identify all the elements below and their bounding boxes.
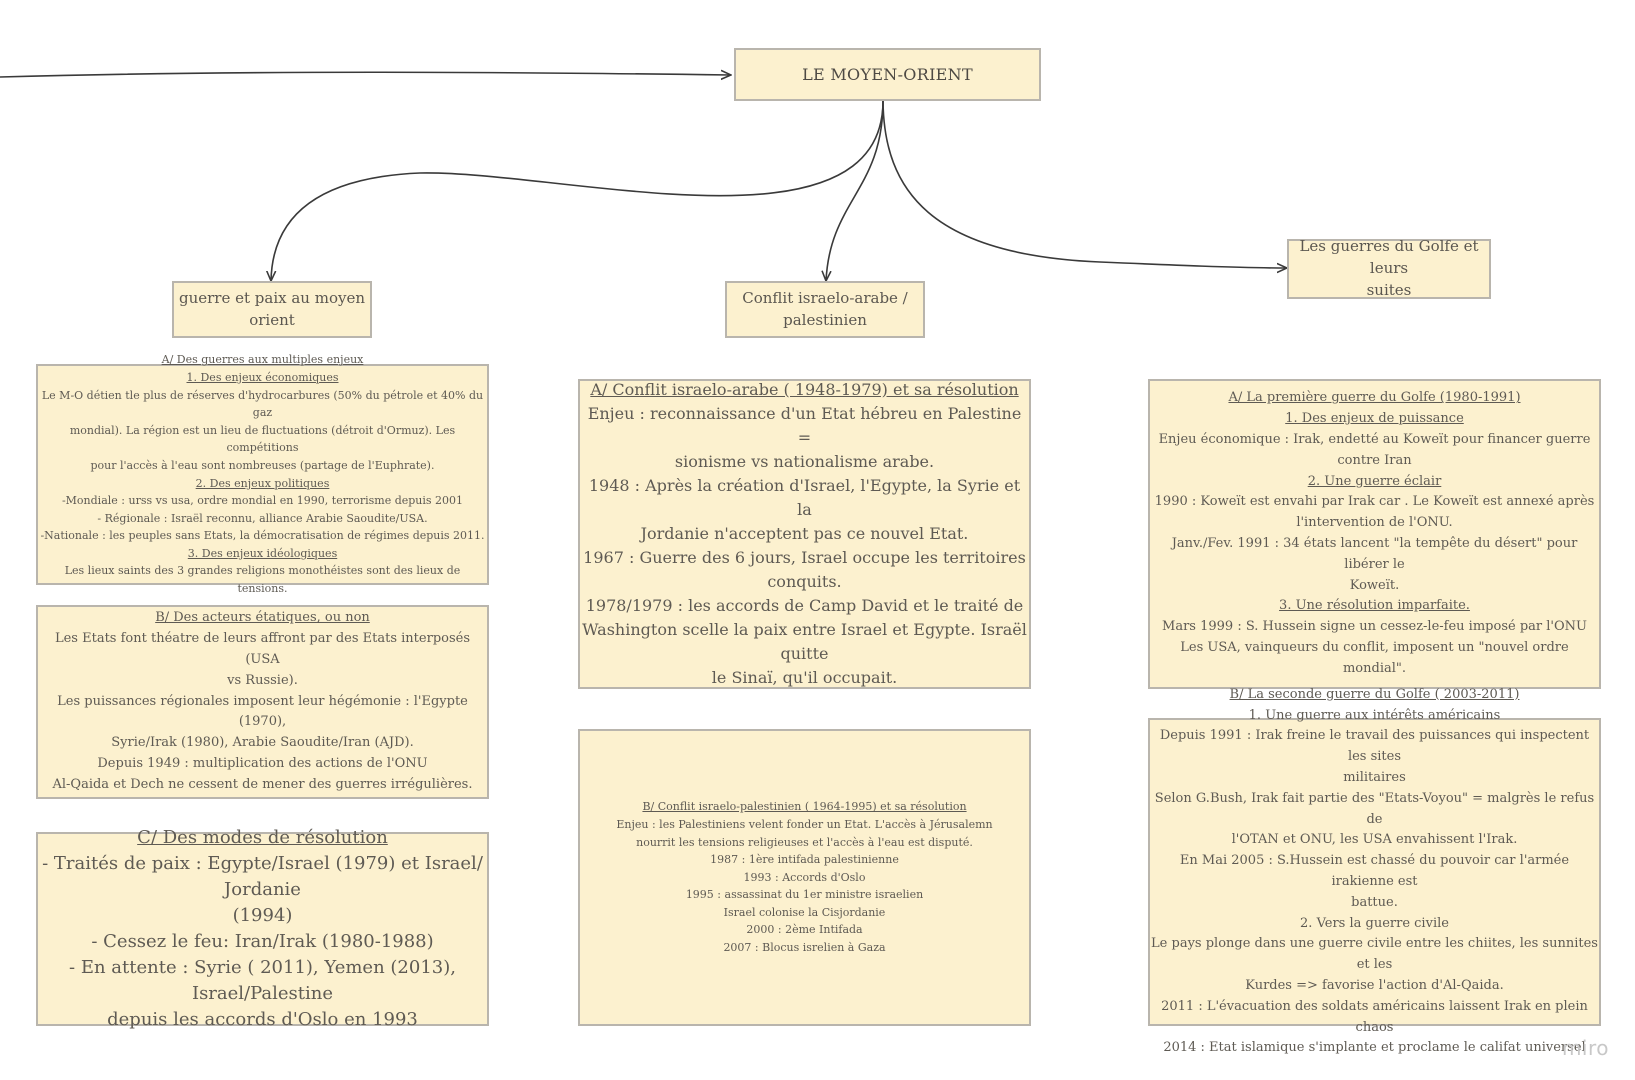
- card-text-line: Kurdes => favorise l'action d'Al-Qaida.: [1245, 977, 1504, 993]
- card-text-line: Koweït.: [1349, 577, 1400, 593]
- card-text-line: Depuis 1991 : Irak freine le travail des…: [1159, 728, 1590, 765]
- card-text-line: l'OTAN et ONU, les USA envahissent l'Ira…: [1231, 832, 1518, 848]
- card-text-line: 1948 : Après la création d'Israel, l'Egy…: [588, 476, 1021, 519]
- card-text-line: En Mai 2005 : S.Hussein est chassé du po…: [1179, 853, 1570, 889]
- card-text-line: 1990 : Koweït est envahi par Irak car . …: [1154, 494, 1595, 510]
- card-text-line: Al-Qaida et Dech ne cessent de mener des…: [52, 776, 473, 792]
- card-text-line: Selon G.Bush, Irak fait partie des "Etat…: [1154, 790, 1595, 827]
- card-text-line: 1. Une guerre aux intérêts américains: [1248, 707, 1501, 723]
- card-heading: A/ La première guerre du Golfe (1980-199…: [1228, 390, 1521, 406]
- card-text-line: Le pays plonge dans une guerre civile en…: [1151, 936, 1598, 973]
- card-text-line: Washington scelle la paix entre Israel e…: [582, 620, 1027, 663]
- card-text-line: Le M-O détien tle plus de réserves d'hyd…: [41, 388, 484, 420]
- card-text-line: conquits.: [767, 572, 842, 591]
- card-text-line: 2000 : 2ème Intifada: [746, 923, 863, 937]
- card-text-line: - Régionale : Israël reconnu, alliance A…: [97, 511, 428, 525]
- card-heading: 2. Des enjeux politiques: [195, 476, 330, 490]
- card-text-line: sionisme vs nationalisme arabe.: [674, 452, 935, 471]
- card-text-line: militaires: [1343, 770, 1406, 786]
- card-text-line: le Sinaï, qu'il occupait.: [711, 668, 898, 687]
- card-heading: A/ Des guerres aux multiples enjeux: [161, 353, 364, 367]
- root-title: LE MOYEN-ORIENT: [802, 64, 973, 84]
- card-text-line: Enjeu économique : Irak, endetté au Kowe…: [1158, 432, 1591, 448]
- card-text-line: Depuis 1949 : multiplication des actions…: [97, 755, 428, 771]
- card-text-line: vs Russie).: [227, 672, 298, 688]
- card-text-line: 2007 : Blocus isrelien à Gaza: [723, 941, 886, 955]
- card-text-line: Mars 1999 : S. Hussein signe un cessez-l…: [1162, 619, 1587, 635]
- card-text-line: Les puissances régionales imposent leur …: [57, 693, 468, 730]
- root-node[interactable]: LE MOYEN-ORIENT: [734, 48, 1041, 101]
- card-heading: B/ Des acteurs étatiques, ou non: [155, 610, 370, 626]
- card-text-line: l'intervention de l'ONU.: [1296, 515, 1453, 531]
- card-heading: 2. Une guerre éclair: [1307, 473, 1442, 489]
- card-text-line: pour l'accès à l'eau sont nombreuses (pa…: [90, 458, 435, 472]
- branch-left-line: guerre et paix au moyen: [178, 288, 365, 307]
- card-text-line: 1995 : assassinat du 1er ministre israel…: [685, 888, 924, 902]
- card-text-line: Enjeu : reconnaissance d'un Etat hébreu …: [587, 404, 1022, 447]
- card-text-line: -Nationale : les peuples sans Etats, la …: [40, 529, 485, 543]
- branch-node-right[interactable]: Les guerres du Golfe et leurs suites: [1287, 237, 1491, 299]
- card-heading: A/ Conflit israelo-arabe ( 1948-1979) et…: [590, 380, 1019, 399]
- card-heading: 3. Des enjeux idéologiques: [187, 546, 338, 560]
- card-heading: C/ Des modes de résolution: [137, 826, 388, 848]
- card-text-line: Syrie/Irak (1980), Arabie Saoudite/Iran …: [111, 735, 414, 751]
- branch-center-line: Conflit israelo-arabe /: [742, 288, 908, 307]
- connector-root-to-right: [882, 100, 1287, 268]
- card-text-line: 2. Vers la guerre civile: [1300, 915, 1449, 931]
- card-center-a[interactable]: A/ Conflit israelo-arabe ( 1948-1979) et…: [578, 379, 1031, 689]
- card-heading: 1. Des enjeux de puissance: [1285, 411, 1464, 427]
- card-text-line: nourrit les tensions religieuses et l'ac…: [636, 835, 973, 849]
- card-heading: B/ La seconde guerre du Golfe ( 2003-201…: [1229, 686, 1520, 702]
- card-text-line: Jordanie n'acceptent pas ce nouvel Etat.: [640, 524, 969, 543]
- card-text-line: battue.: [1351, 894, 1398, 910]
- card-text-line: mondial".: [1342, 660, 1407, 676]
- card-text-line: Les lieux saints des 3 grandes religions…: [64, 564, 461, 596]
- branch-node-left[interactable]: guerre et paix au moyen orient: [172, 281, 372, 338]
- miro-watermark: miro: [1561, 1036, 1609, 1060]
- branch-center-line: palestinien: [783, 310, 867, 329]
- branch-right-line: suites: [1366, 280, 1412, 299]
- card-center-b[interactable]: B/ Conflit israelo-palestinien ( 1964-19…: [578, 729, 1031, 1026]
- card-text-line: - Cessez le feu: Iran/Irak (1980-1988): [91, 931, 434, 952]
- card-text-line: 1967 : Guerre des 6 jours, Israel occupe…: [583, 548, 1026, 567]
- card-text-line: contre Iran: [1337, 452, 1412, 468]
- card-heading: 1. Des enjeux économiques: [186, 370, 339, 384]
- card-text-line: Les USA, vainqueurs du conflit, imposent…: [1180, 639, 1569, 655]
- card-left-c[interactable]: C/ Des modes de résolution - Traités de p…: [36, 827, 489, 1030]
- card-text-line: 1978/1979 : les accords de Camp David et…: [585, 596, 1024, 615]
- card-text-line: depuis les accords d'Oslo en 1993: [107, 1009, 418, 1031]
- card-text-line: Israel colonise la Cisjordanie: [723, 905, 886, 919]
- card-text-line: 1987 : 1ère intifada palestinienne: [710, 853, 899, 867]
- card-right-b[interactable]: B/ La seconde guerre du Golfe ( 2003-201…: [1148, 687, 1601, 1055]
- card-text-line: Les Etats font théatre de leurs affront …: [54, 631, 471, 667]
- card-text-line: Enjeu : les Palestiniens velent fonder u…: [616, 817, 993, 831]
- branch-right-line: Les guerres du Golfe et leurs: [1299, 237, 1479, 278]
- incoming-connector: [0, 72, 731, 77]
- card-text-line: Janv./Fev. 1991 : 34 états lancent "la t…: [1171, 536, 1578, 572]
- card-text-line: -Mondiale : urss vs usa, ordre mondial e…: [61, 494, 464, 508]
- card-text-line: - Traités de paix : Egypte/Israel (1979)…: [42, 852, 483, 900]
- card-heading: 3. Une résolution imparfaite.: [1279, 598, 1470, 614]
- branch-node-center[interactable]: Conflit israelo-arabe / palestinien: [725, 281, 925, 338]
- card-heading: B/ Conflit israelo-palestinien ( 1964-19…: [642, 800, 967, 814]
- card-right-a[interactable]: A/ La première guerre du Golfe (1980-199…: [1148, 379, 1601, 689]
- connector-root-to-left: [271, 100, 884, 281]
- card-text-line: - En attente : Syrie ( 2011), Yemen (201…: [69, 957, 456, 1005]
- card-text-line: 2011 : L'évacuation des soldats américai…: [1161, 998, 1588, 1035]
- card-text-line: (1994): [232, 904, 293, 926]
- branch-left-line: orient: [249, 310, 295, 329]
- card-text-line: 1993 : Accords d'Oslo: [743, 870, 866, 884]
- card-left-a[interactable]: A/ Des guerres aux multiples enjeux 1. De…: [36, 353, 489, 595]
- card-text-line: mondial). La région est un lieu de fluct…: [69, 423, 456, 455]
- card-text-line: 2014 : Etat islamique s'implante et proc…: [1163, 1040, 1586, 1056]
- connector-root-to-center: [826, 100, 884, 281]
